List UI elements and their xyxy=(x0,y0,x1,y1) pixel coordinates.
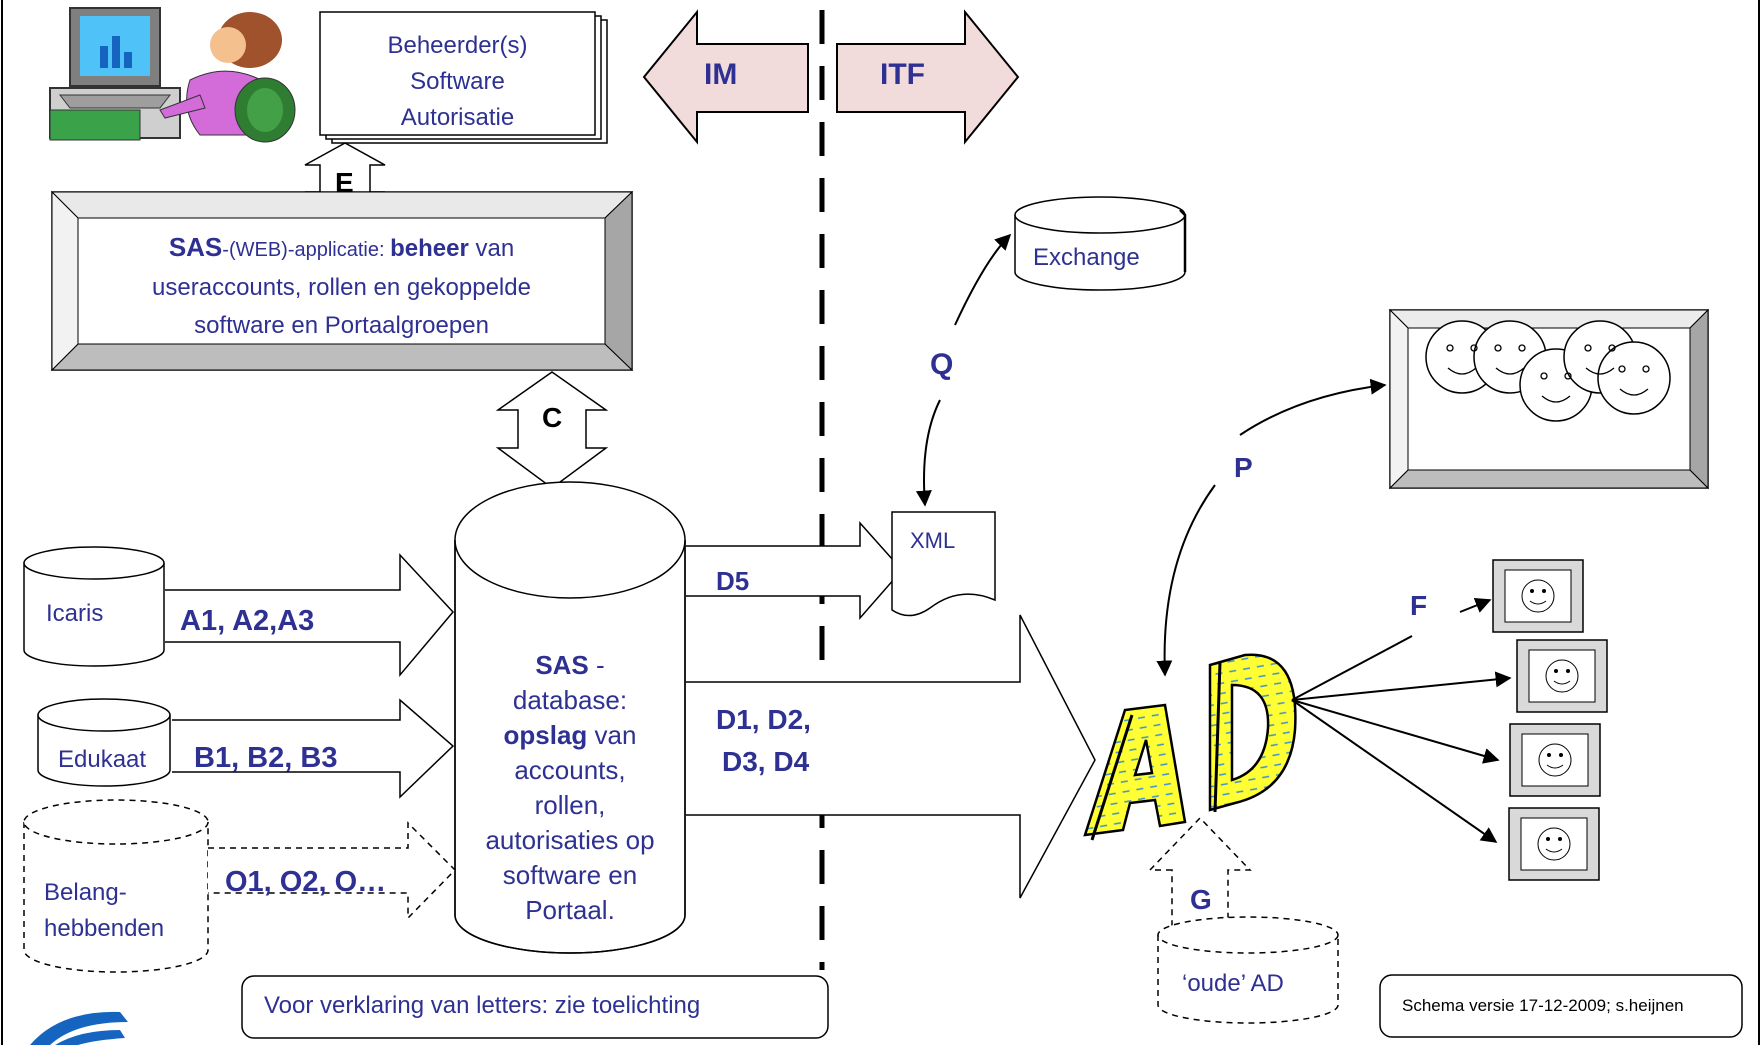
user-frame-3 xyxy=(1509,723,1601,797)
sas-db-line-5: rollen, xyxy=(534,790,606,820)
portal-faces xyxy=(1425,320,1671,422)
xml-label: XML xyxy=(910,528,956,553)
admin-box-text: Beheerder(s) Software Autorisatie xyxy=(320,28,595,136)
g-label: G xyxy=(1190,884,1212,915)
computer-user-icon xyxy=(49,7,296,143)
itf-arrow-shape xyxy=(836,9,1020,145)
sas-db-line-6: autorisaties op xyxy=(485,825,655,855)
p-label: P xyxy=(1234,452,1253,483)
d1-label: D1, D2, xyxy=(716,704,811,735)
sas-app-box xyxy=(50,190,634,372)
itf-label: ITF xyxy=(880,58,925,91)
sas-app-beheer: beheer xyxy=(390,235,469,262)
q-label: Q xyxy=(930,348,954,381)
user-frame-2 xyxy=(1516,639,1608,713)
belang-line-1: Belang- xyxy=(44,879,127,906)
admin-label-3: Autorisatie xyxy=(400,104,515,131)
sas-db-title: SAS xyxy=(535,650,589,680)
ad-logo xyxy=(1083,653,1297,841)
sas-app-line-1: SAS-(WEB)-applicatie: beheer van xyxy=(78,228,605,269)
note-text: Voor verklaring van letters: zie toelich… xyxy=(264,992,701,1019)
belanghebbenden-database xyxy=(23,799,209,973)
b-label: B1, B2, B3 xyxy=(194,742,338,774)
sas-db-line-7: software en xyxy=(502,860,638,890)
sas-db-dash: - xyxy=(588,650,605,680)
sas-db-opslag: opslag xyxy=(503,720,588,750)
sas-app-van: van xyxy=(468,235,515,262)
sas-app-subtitle: -(WEB)-applicatie: xyxy=(222,239,391,261)
f-label: F xyxy=(1410,590,1428,621)
sas-db-text: SAS - database: opslag van accounts, rol… xyxy=(462,648,678,928)
sas-app-title: SAS xyxy=(168,232,223,262)
o-arrow xyxy=(208,821,457,920)
d3-label: D3, D4 xyxy=(722,746,810,777)
edukaat-database xyxy=(37,698,171,787)
a-arrow xyxy=(165,553,455,678)
belang-label: Belang- hebbenden xyxy=(44,875,164,947)
sas-db-van: van xyxy=(587,720,637,750)
c-label: C xyxy=(542,402,563,433)
version-box xyxy=(1379,974,1743,1038)
admin-label-2: Software xyxy=(410,68,505,95)
im-arrow-shape xyxy=(642,9,809,145)
sas-db-line-3: opslag van xyxy=(462,718,678,753)
user-frame-1 xyxy=(1492,559,1584,633)
note-box xyxy=(241,975,829,1039)
belang-line-2: hebbenden xyxy=(44,915,165,942)
user-frame-4 xyxy=(1508,807,1600,881)
sas-db-line-2: database: xyxy=(512,685,628,715)
icaris-database xyxy=(23,546,165,667)
f-arrows xyxy=(1291,597,1512,843)
p-arrow-down xyxy=(1156,484,1216,677)
xml-document xyxy=(891,511,996,617)
p-arrow-up xyxy=(1239,378,1387,436)
portal-face-details xyxy=(1446,344,1650,403)
admin-label-1: Beheerder(s) xyxy=(387,32,528,59)
sas-app-line-3: software en Portaalgroepen xyxy=(194,312,489,339)
im-label: IM xyxy=(704,58,738,91)
icaris-label: Icaris xyxy=(46,600,104,627)
d5-label: D5 xyxy=(716,566,750,596)
d-arrow xyxy=(686,614,1096,899)
exchange-database xyxy=(1014,196,1187,291)
edukaat-label: Edukaat xyxy=(58,746,147,773)
q-arrow-up xyxy=(954,233,1012,326)
sas-app-text: SAS-(WEB)-applicatie: beheer van useracc… xyxy=(78,228,605,345)
sas-db-line-8: Portaal. xyxy=(525,895,615,925)
g-arrow xyxy=(1148,816,1252,931)
sas-app-line-2: useraccounts, rollen en gekoppelde xyxy=(152,274,531,301)
sas-database xyxy=(454,481,686,954)
exchange-label: Exchange xyxy=(1033,244,1140,271)
oude-ad-database xyxy=(1157,916,1339,1024)
oude-ad-label: ‘oude’ AD xyxy=(1182,970,1284,997)
version-text: Schema versie 17-12-2009; s.heijnen xyxy=(1402,996,1684,1015)
q-arrow-down xyxy=(915,399,941,507)
b-arrow xyxy=(172,698,455,799)
e-label: E xyxy=(335,167,354,198)
admin-box xyxy=(319,11,608,144)
sas-db-line-1: SAS - xyxy=(462,648,678,683)
sas-db-line-4: accounts, xyxy=(514,755,626,785)
organization-logo xyxy=(30,1011,128,1045)
a-label: A1, A2,A3 xyxy=(180,605,315,637)
o-label: O1, O2, O… xyxy=(225,866,387,898)
